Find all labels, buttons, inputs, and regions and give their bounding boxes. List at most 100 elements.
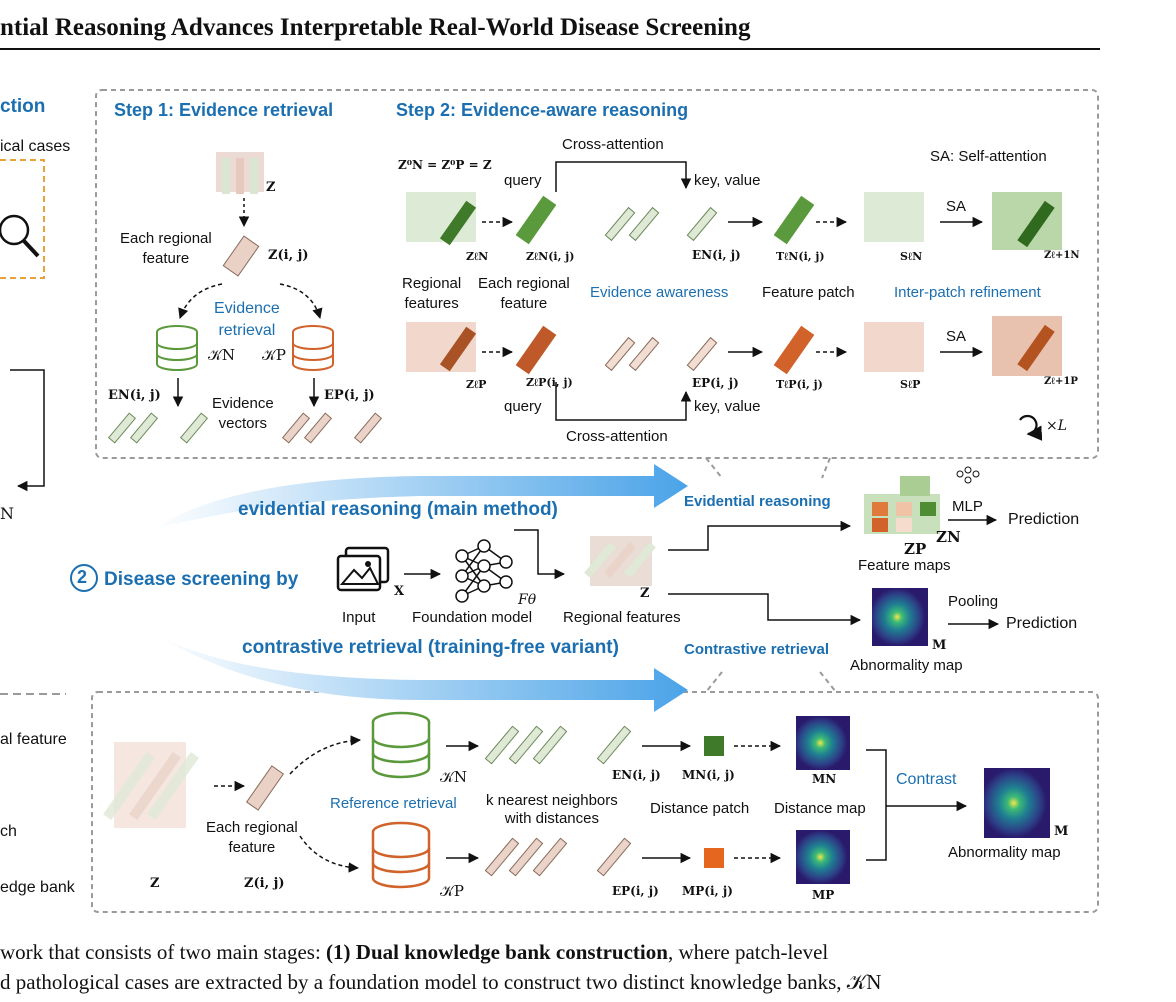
step2-query-bottom: query: [504, 398, 542, 415]
step2-sym-znij: ZℓN(i, j): [526, 250, 575, 263]
step1-regional-feature: [222, 235, 260, 277]
evidence-vectors-patho: [281, 412, 383, 444]
step2-key-value-bottom: key, value: [694, 398, 761, 415]
big-arrow-top: [152, 464, 688, 530]
bottom-mpij: MP(i, j): [682, 884, 733, 898]
step1-z: Z: [266, 180, 276, 195]
step2-feature-patch: Feature patch: [762, 284, 855, 301]
bottom-en: EN(i, j): [612, 768, 661, 782]
input-x: X: [394, 584, 405, 599]
abnormality-map-middle: [872, 588, 928, 646]
bottom-mp: MP: [812, 888, 835, 902]
abnormality-map-bottom: [984, 768, 1050, 838]
step1-each-regional: Each regional feature: [120, 230, 212, 267]
bottom-regional-feature: [245, 765, 285, 811]
step2-query-top: query: [504, 172, 542, 189]
step2-inter-patch-refinement: Inter-patch refinement: [894, 284, 1041, 301]
big-arrow-bottom: [152, 632, 688, 712]
step2-each-regional: Each regional feature: [478, 275, 570, 312]
foundation-model-label: Foundation model: [412, 609, 533, 626]
step2-sym-en: EN(i, j): [692, 248, 741, 262]
caption-line-1-bold: (1) Dual knowledge bank construction: [326, 940, 668, 964]
reference-retrieval-label: Reference retrieval: [330, 795, 457, 812]
step1-en: EN(i, j): [108, 388, 161, 403]
middle-m: M: [932, 638, 947, 653]
step1-z-stack: [216, 152, 264, 194]
middle-regional-features: [584, 536, 656, 586]
database-icon: [371, 711, 431, 779]
step1-title: Step 1: Evidence retrieval: [114, 100, 334, 120]
arrow-top-label: evidential reasoning (main method): [238, 499, 558, 520]
distance-map-label: Distance map: [774, 800, 866, 817]
evidential-reasoning-label: Evidential reasoning: [684, 493, 831, 510]
database-icon: [156, 325, 198, 371]
step2-sym-zn: ZℓN: [466, 250, 489, 263]
step1-kn: 𝒦N: [208, 346, 236, 364]
bottom-each-regional: Each regional feature: [206, 819, 298, 856]
circle-number: 2: [77, 567, 88, 587]
input-label: Input: [342, 609, 376, 626]
prediction-bottom: Prediction: [1006, 615, 1078, 632]
distance-map-normal: [796, 716, 850, 770]
step2-sym-zp-next: Zℓ+1P: [1044, 376, 1078, 387]
left-bottom-item-2: ch: [0, 823, 17, 840]
mlp-icon: [956, 466, 980, 484]
knn-normal: [484, 725, 632, 765]
pooling-label: Pooling: [948, 593, 999, 610]
step1-zij: Z(i, j): [268, 248, 309, 263]
database-icon: [292, 325, 334, 371]
feature-maps-cube: [864, 476, 940, 534]
feature-zp: ZP: [904, 540, 927, 558]
database-icon: [371, 821, 431, 889]
mlp-label: MLP: [952, 498, 983, 515]
contrastive-retrieval-label: Contrastive retrieval: [684, 641, 830, 658]
neural-network-icon: [455, 539, 513, 603]
step2-title: Step 2: Evidence-aware reasoning: [396, 100, 689, 120]
abnormality-map-bottom-label: Abnormality map: [948, 844, 1061, 861]
caption-line-1-start: work that consists of two main stages:: [0, 940, 327, 964]
page-header-title: ntial Reasoning Advances Interpretable R…: [0, 14, 751, 41]
image-icon: [336, 546, 390, 592]
knn-patho: [484, 837, 632, 877]
step2-init-eq: Z⁰N = Z⁰P = Z: [398, 158, 492, 172]
prediction-top: Prediction: [1008, 511, 1080, 528]
distance-patch-patho: [704, 848, 724, 868]
left-panel-title: ction: [0, 96, 46, 117]
step1-kp: 𝒦P: [262, 346, 287, 364]
middle-regional-features-label: Regional features: [563, 609, 681, 626]
caption-line-1: work that consists of two main stages: (…: [0, 940, 828, 965]
bottom-ep: EP(i, j): [612, 884, 659, 898]
left-bottom-item-1: al feature: [0, 731, 67, 748]
abnormality-map-middle-label: Abnormality map: [850, 657, 963, 674]
bottom-mnij: MN(i, j): [682, 768, 735, 782]
bottom-kp: 𝒦P: [440, 882, 465, 900]
step2-sa-top: SA: [946, 198, 967, 215]
step2-sa-legend: SA: Self-attention: [930, 148, 1047, 165]
distance-map-patho: [796, 830, 850, 884]
step2-regional-features: Regional features: [402, 275, 462, 312]
bottom-z-stack: [103, 742, 199, 828]
step2-sym-sn: SℓN: [900, 250, 923, 263]
step2-sym-sp: SℓP: [900, 378, 921, 391]
disease-screening-label: Disease screening by: [104, 569, 299, 590]
middle-z: Z: [640, 586, 650, 601]
step2-sym-zpij: ZℓP(i, j): [526, 376, 573, 389]
step2-sa-bottom: SA: [946, 328, 967, 345]
step1-ep: EP(i, j): [324, 388, 375, 403]
step2-repeat: ×L: [1046, 418, 1068, 434]
left-panel-cases: ical cases: [0, 138, 71, 155]
step1-evidence-retrieval: Evidence retrieval: [214, 300, 280, 339]
step2-cross-attention-bottom: Cross-attention: [566, 428, 668, 445]
bottom-kn: 𝒦N: [440, 768, 468, 786]
bottom-z: Z: [150, 876, 160, 891]
magnifier-icon: [0, 214, 40, 258]
step2-patho-row: [406, 316, 1062, 376]
evidence-vectors-normal: [107, 412, 209, 444]
distance-patch-label: Distance patch: [650, 800, 750, 817]
top-dashed-panel: [95, 89, 1099, 459]
bottom-mn: MN: [812, 772, 837, 786]
caption-line-2: d pathological cases are extracted by a …: [0, 970, 882, 994]
step2-sym-zp: ZℓP: [466, 378, 487, 391]
step2-cross-attention-top: Cross-attention: [562, 136, 664, 153]
